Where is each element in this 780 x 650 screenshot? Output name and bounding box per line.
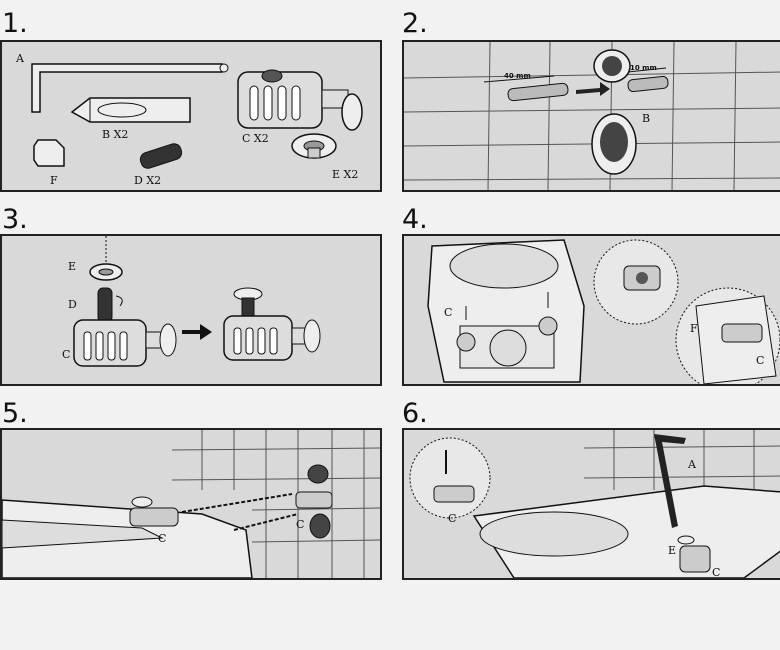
allen-key-part — [31, 63, 229, 113]
bracket-part — [433, 450, 475, 503]
drill-bit-part — [70, 97, 191, 123]
bracket-assembly-illustration: E D C — [62, 236, 321, 367]
step-4-panel: C F C — [402, 234, 780, 386]
step-3-panel: E D C — [0, 234, 382, 386]
step-number: 3. — [2, 204, 28, 235]
part-label-a: A — [15, 52, 25, 65]
part-label-c: C — [448, 512, 456, 525]
part-label-c: C X2 — [242, 132, 269, 145]
assembled-bracket — [223, 287, 321, 361]
step-number: 6. — [402, 398, 428, 429]
part-label-d: D — [68, 298, 77, 311]
part-label-b: B — [642, 112, 650, 125]
washer-part — [291, 133, 337, 159]
step-6-panel: A C E C — [402, 428, 780, 580]
part-label-c: C — [712, 566, 720, 578]
wall-inlet-plate — [591, 49, 637, 175]
allen-key-part — [654, 434, 686, 528]
toilet-underside — [427, 239, 585, 383]
part-label-c: C — [62, 348, 70, 361]
bracket-part — [73, 319, 177, 367]
part-label-e: E — [668, 544, 676, 557]
bracket-part — [677, 535, 711, 573]
wall-drilling-illustration: 40 mm 10 mm B — [404, 42, 780, 190]
step-1-panel: A B X2 C X2 — [0, 40, 382, 192]
bracket-part — [623, 265, 661, 291]
part-label-c: C — [296, 518, 304, 531]
bracket-part — [129, 496, 179, 527]
step-5-panel: C C — [0, 428, 382, 580]
washer-part — [89, 263, 123, 281]
part-label-c: C — [158, 532, 166, 545]
final-tightening-illustration: A C E C — [409, 430, 780, 578]
threaded-rod-part — [139, 143, 183, 169]
bracket-part — [237, 69, 363, 131]
dimension-label-40: 40 mm — [504, 72, 531, 80]
part-label-f: F — [690, 322, 698, 335]
parts-list-illustration: A B X2 C X2 — [15, 52, 363, 187]
wall-inlet-plate — [295, 464, 333, 539]
step-2-panel: 40 mm 10 mm B — [402, 40, 780, 192]
step-number: 2. — [402, 8, 428, 39]
step-number: 4. — [402, 204, 428, 235]
dimension-lines — [483, 67, 667, 83]
part-label-d: D X2 — [134, 174, 161, 187]
bracket-part — [695, 295, 777, 384]
part-label-b: B X2 — [102, 128, 128, 141]
wall-tiles — [404, 42, 780, 190]
toilet-bowl — [472, 485, 780, 578]
part-label-e: E X2 — [332, 168, 358, 181]
step-number: 1. — [2, 8, 28, 39]
part-label-e: E — [68, 260, 76, 273]
threaded-rod-part — [97, 287, 113, 323]
threaded-rod — [507, 75, 669, 102]
dimension-label-10: 10 mm — [630, 64, 657, 72]
arrow-icon — [182, 324, 212, 340]
part-label-c: C — [444, 306, 452, 319]
part-label-c: C — [756, 354, 764, 367]
part-label-f: F — [50, 174, 58, 187]
cap-part — [33, 139, 65, 167]
toilet-bracket-mount-illustration: C F C — [427, 239, 780, 384]
insertion-arrows — [181, 493, 299, 531]
wall-tiles — [583, 430, 780, 490]
part-label-a: A — [687, 458, 697, 471]
step-number: 5. — [2, 398, 28, 429]
toilet-mounting-illustration: C C — [2, 430, 380, 578]
toilet-bowl — [2, 499, 253, 578]
detail-circle — [409, 437, 491, 519]
wall-tiles — [171, 430, 380, 578]
